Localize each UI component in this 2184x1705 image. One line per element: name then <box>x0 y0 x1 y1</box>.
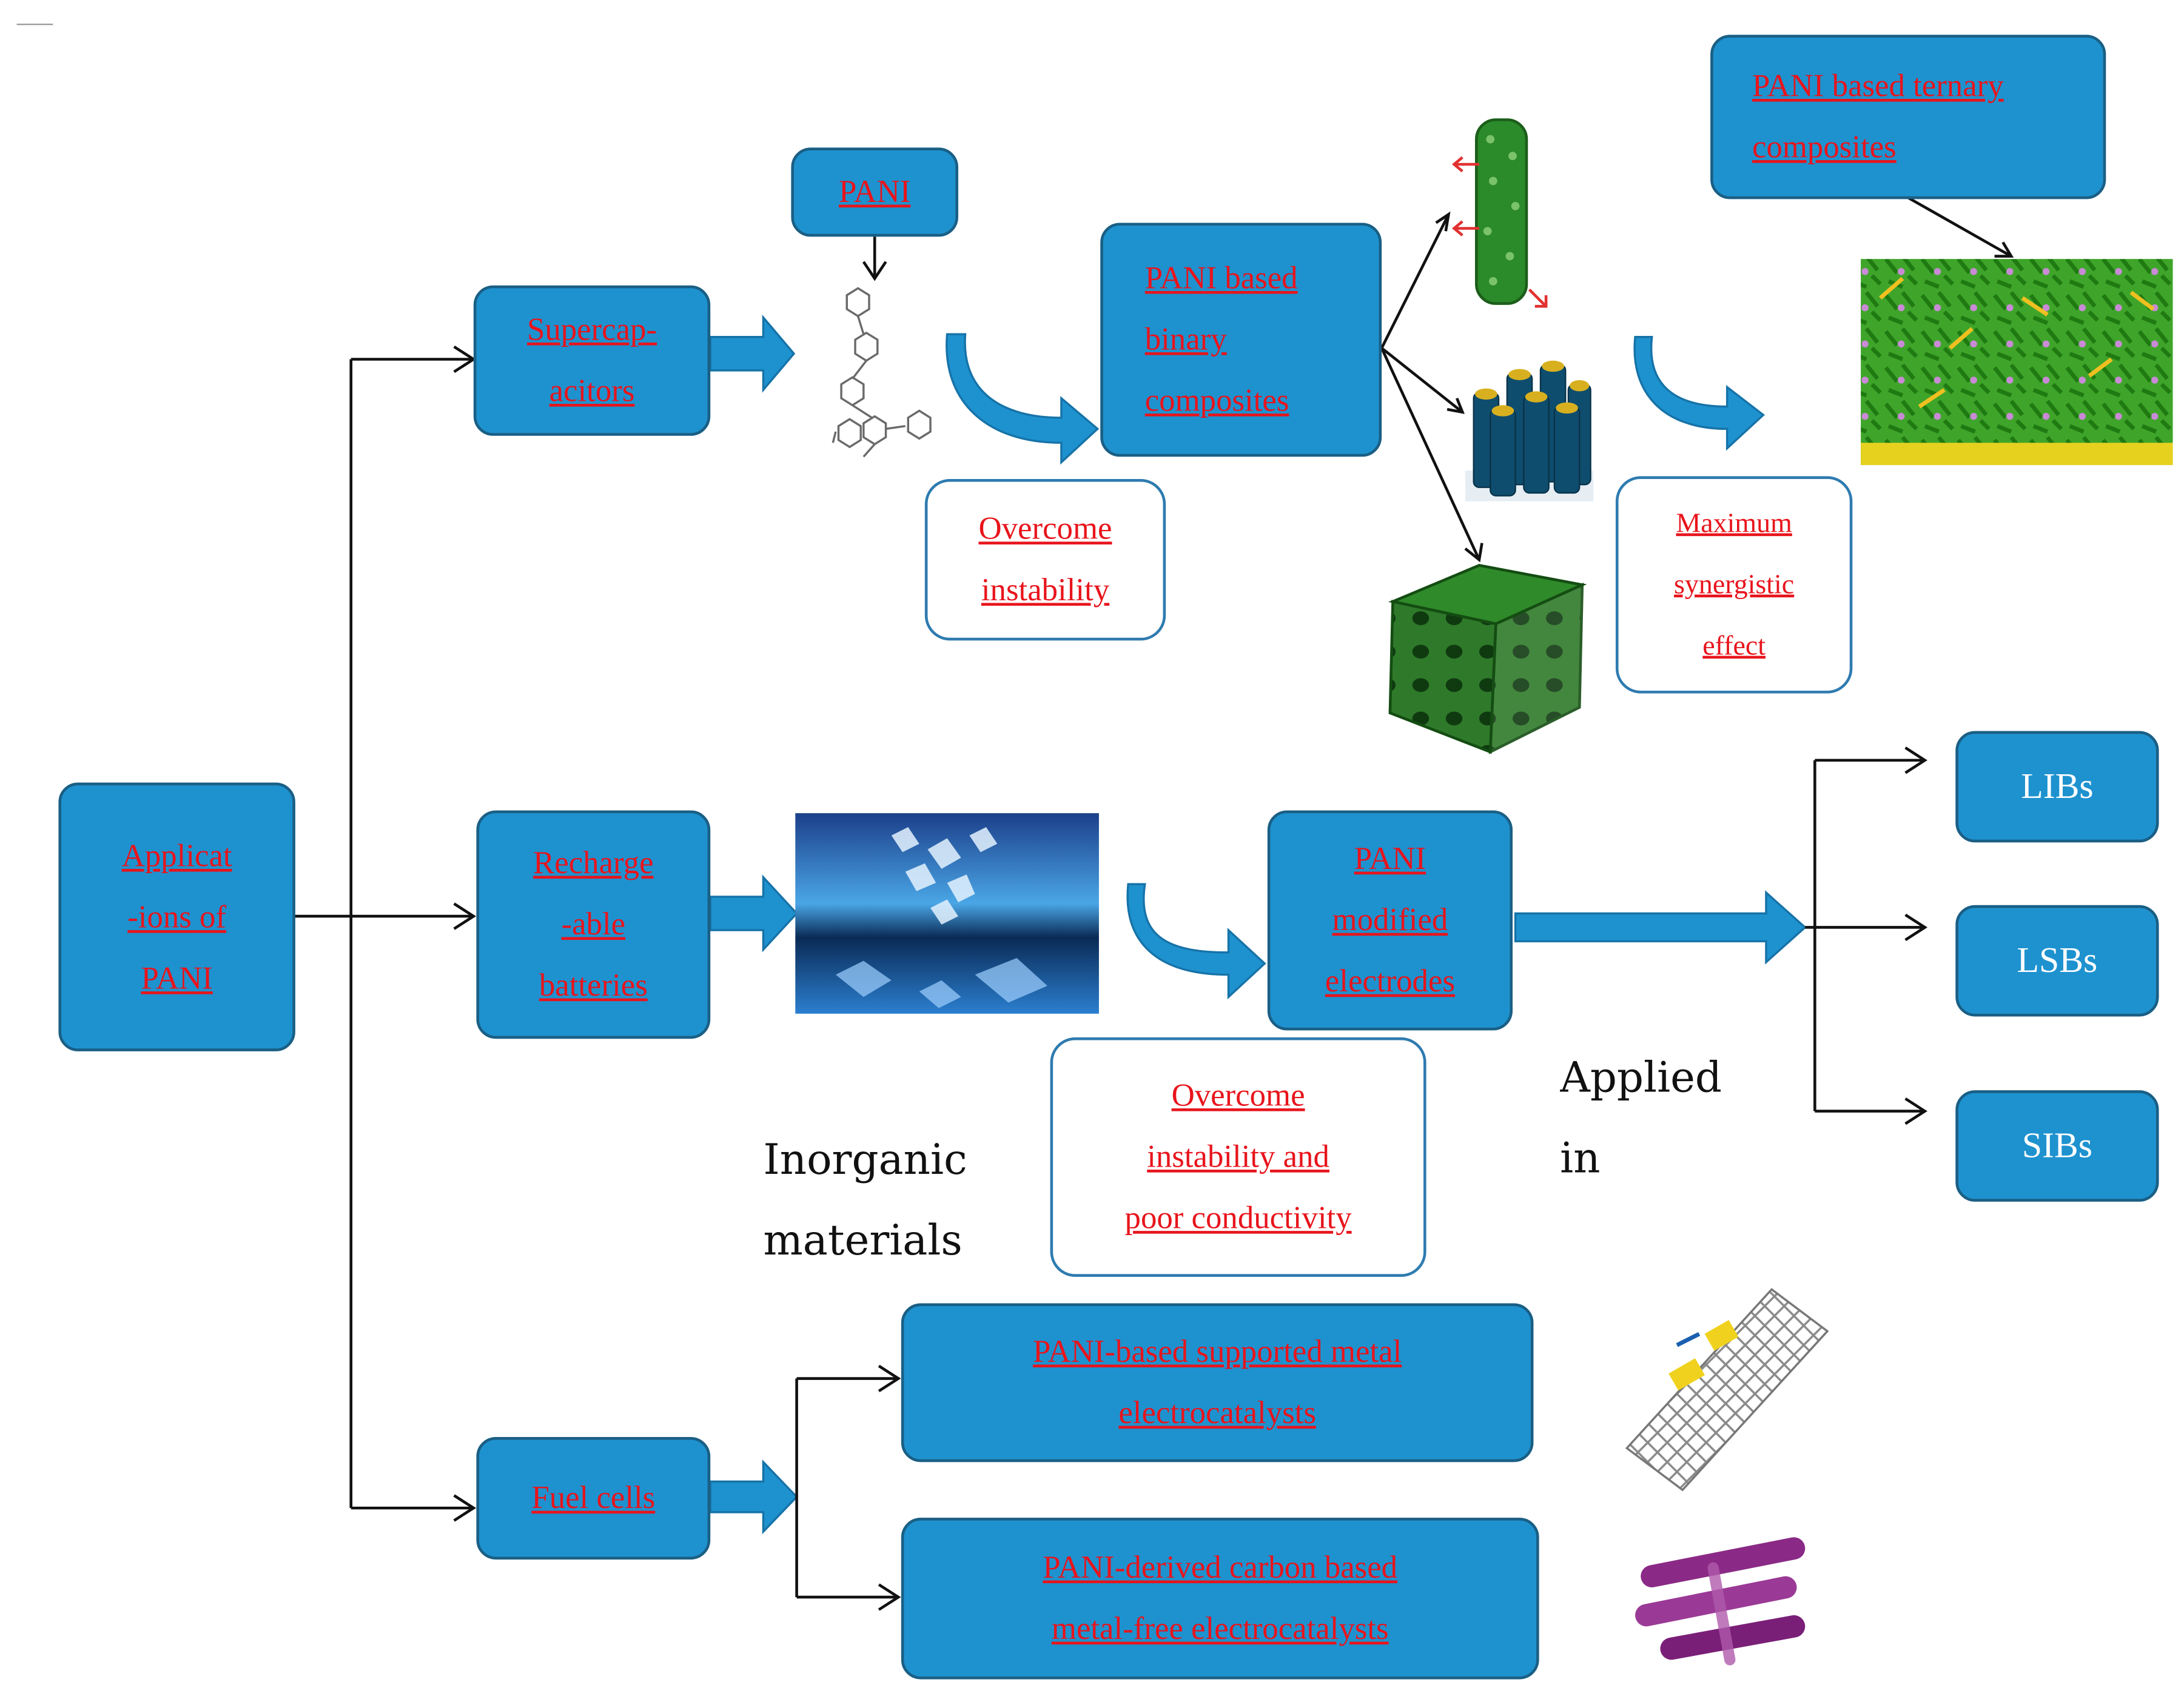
supercapacitors-box: Supercap- acitors <box>473 285 711 436</box>
binary-branch-lines <box>862 196 2014 563</box>
ternary-composite-image <box>1861 259 2173 466</box>
lsbs-box: LSBs <box>1955 905 2159 1017</box>
conductivity-line-1: Overcome <box>1171 1077 1305 1113</box>
libs-label: LIBs <box>2021 766 2094 806</box>
porous-cube-image <box>1388 563 1587 754</box>
sibs-box: SIBs <box>1955 1090 2159 1202</box>
inorganic-line-1: Inorganic <box>763 1136 967 1185</box>
modified-electrodes-box: PANI modified electrodes <box>1267 810 1513 1031</box>
metal-free-catalyst-image <box>1635 1537 1806 1666</box>
maximum-line-1: Maximum <box>1676 508 1792 539</box>
inorganic-line-2: materials <box>763 1217 963 1266</box>
block-arrows <box>709 314 1807 1535</box>
ternary-composites-box: PANI based ternary composites <box>1710 35 2106 199</box>
fuel-cells-box: Fuel cells <box>476 1436 711 1560</box>
ternary-line-2: composites <box>1752 129 1897 164</box>
pani-molecule-image <box>832 287 932 458</box>
supported-line-1: PANI-based supported metal <box>1032 1334 1402 1369</box>
conductivity-line-3: poor conductivity <box>1124 1200 1352 1235</box>
binary-composites-box: PANI based binary composites <box>1100 223 1382 457</box>
binary-line-3: composites <box>1144 383 1289 418</box>
batteries-line-1: Recharge <box>533 845 654 880</box>
nanotube-image <box>1451 118 1548 308</box>
modified-line-1: PANI <box>1354 841 1426 876</box>
root-line-2: -ions of <box>127 899 227 934</box>
batteries-line-3: batteries <box>539 968 648 1003</box>
curved-arrows <box>946 333 1766 1000</box>
fuel-branch-lines <box>795 1364 901 1611</box>
inorganic-materials-label: Inorganic materials <box>763 1121 967 1282</box>
trunk-lines <box>292 345 477 1522</box>
modified-line-2: modified <box>1332 902 1448 937</box>
maximum-line-3: effect <box>1702 631 1766 662</box>
overcome-conductivity-note: Overcome instability and poor conductivi… <box>1050 1037 1426 1277</box>
supercap-line-1: Supercap- <box>526 312 657 347</box>
maximum-line-2: synergistic <box>1674 569 1795 600</box>
applied-line-1: Applied <box>1560 1054 1722 1103</box>
applied-in-label: Applied in <box>1560 1039 1722 1172</box>
modified-line-3: electrodes <box>1325 963 1455 999</box>
corner-mark <box>16 24 53 27</box>
supported-metal-box: PANI-based supported metal electrocataly… <box>901 1303 1534 1462</box>
libs-box: LIBs <box>1955 731 2159 843</box>
lsbs-label: LSBs <box>2017 940 2098 980</box>
derived-line-2: metal-free electrocatalysts <box>1051 1611 1389 1646</box>
root-line-3: PANI <box>141 960 213 995</box>
metal-free-box: PANI-derived carbon based metal-free ele… <box>901 1518 1539 1680</box>
ternary-line-1: PANI based ternary <box>1752 68 2004 103</box>
pani-box: PANI <box>791 147 958 237</box>
batteries-line-2: -able <box>561 906 626 942</box>
pillar-array-image <box>1465 360 1594 501</box>
supported-line-2: electrocatalysts <box>1118 1395 1316 1430</box>
fuel-label: Fuel cells <box>531 1480 656 1515</box>
overcome-line-1: Overcome <box>978 511 1112 546</box>
inorganic-material-image <box>795 813 1099 1014</box>
overcome-instability-note: Overcome instability <box>924 478 1166 641</box>
conductivity-line-2: instability and <box>1147 1139 1329 1174</box>
pani-label: PANI <box>838 174 911 209</box>
derived-line-1: PANI-derived carbon based <box>1043 1550 1398 1585</box>
root-applications-box: Applicat -ions of PANI <box>58 782 295 1051</box>
binary-line-1: PANI based <box>1144 260 1298 295</box>
root-line-1: Applicat <box>121 837 232 873</box>
binary-line-2: binary <box>1144 321 1227 357</box>
maximum-synergistic-note: Maximum synergistic effect <box>1615 476 1853 694</box>
target-lines <box>1805 746 1928 1125</box>
overcome-line-2: instability <box>981 572 1110 608</box>
supercap-line-2: acitors <box>549 373 635 408</box>
sibs-label: SIBs <box>2021 1125 2092 1166</box>
supported-catalyst-image <box>1625 1288 1829 1492</box>
rechargeable-batteries-box: Recharge -able batteries <box>476 810 711 1039</box>
applied-line-2: in <box>1560 1134 1601 1173</box>
